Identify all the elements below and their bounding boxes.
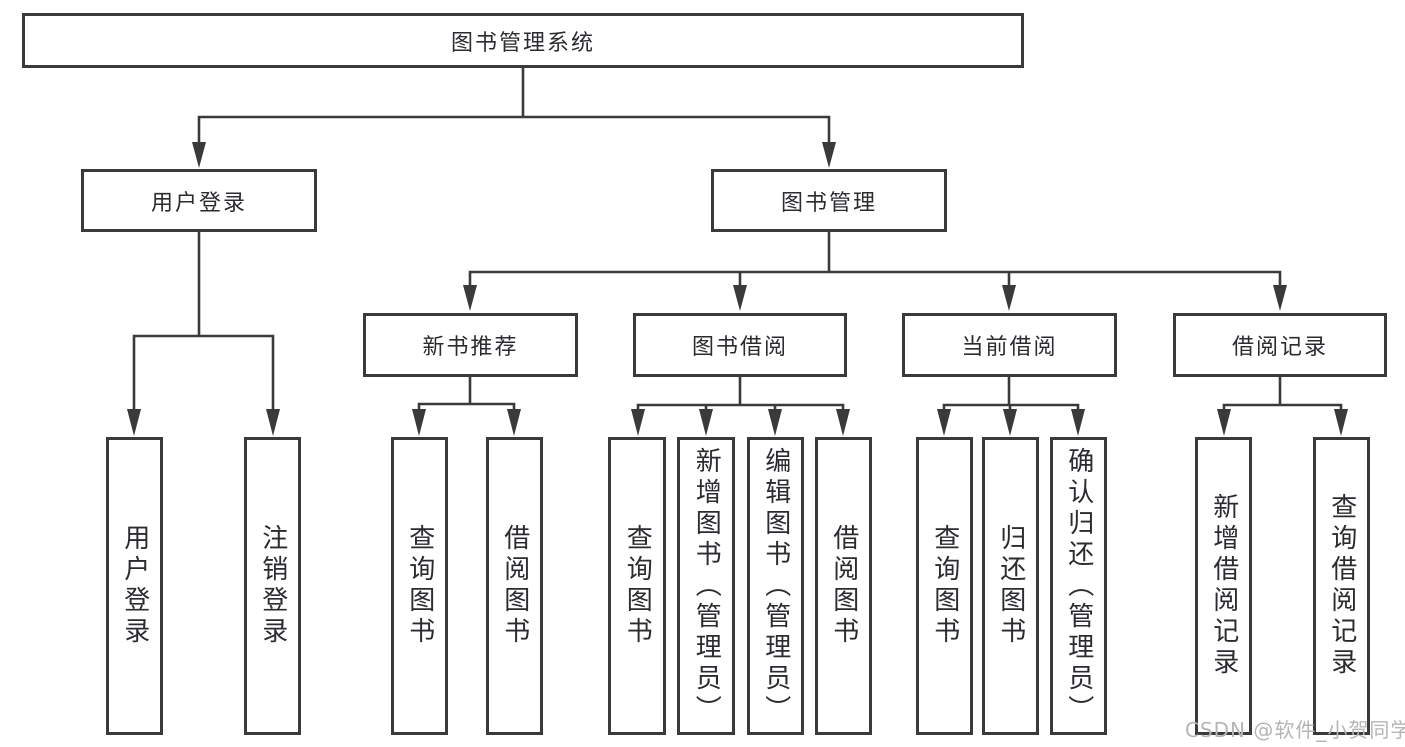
leaf-logout: 注销登录 (244, 437, 301, 735)
node-current-borrow: 当前借阅 (902, 313, 1117, 377)
leaf-borrow-books: 借阅图书 (815, 437, 872, 735)
leaf-query-borrow-record: 查询借阅记录 (1313, 437, 1370, 735)
leaf-recommend-query-books: 查询图书 (391, 437, 448, 735)
leaf-edit-books-admin: 编辑图书（管理员） (747, 437, 804, 735)
leaf-return-books: 归还图书 (982, 437, 1039, 735)
leaf-confirm-return-admin: 确认归还（管理员） (1050, 437, 1107, 735)
node-user-login: 用户登录 (81, 169, 317, 232)
leaf-recommend-borrow-books: 借阅图书 (486, 437, 543, 735)
leaf-borrow-query-books: 查询图书 (608, 437, 666, 735)
node-borrow-records: 借阅记录 (1173, 313, 1387, 377)
csdn-watermark: CSDN @软件_小贺同学 (1185, 718, 1405, 742)
node-book-management: 图书管理 (711, 169, 947, 232)
leaf-current-query-books: 查询图书 (916, 437, 973, 735)
leaf-add-books-admin: 新增图书（管理员） (677, 437, 735, 735)
node-root-library-system: 图书管理系统 (22, 13, 1024, 68)
node-new-book-recommend: 新书推荐 (363, 313, 578, 377)
leaf-add-borrow-record: 新增借阅记录 (1195, 437, 1252, 735)
leaf-user-login: 用户登录 (106, 437, 163, 735)
node-book-borrow: 图书借阅 (633, 313, 847, 377)
